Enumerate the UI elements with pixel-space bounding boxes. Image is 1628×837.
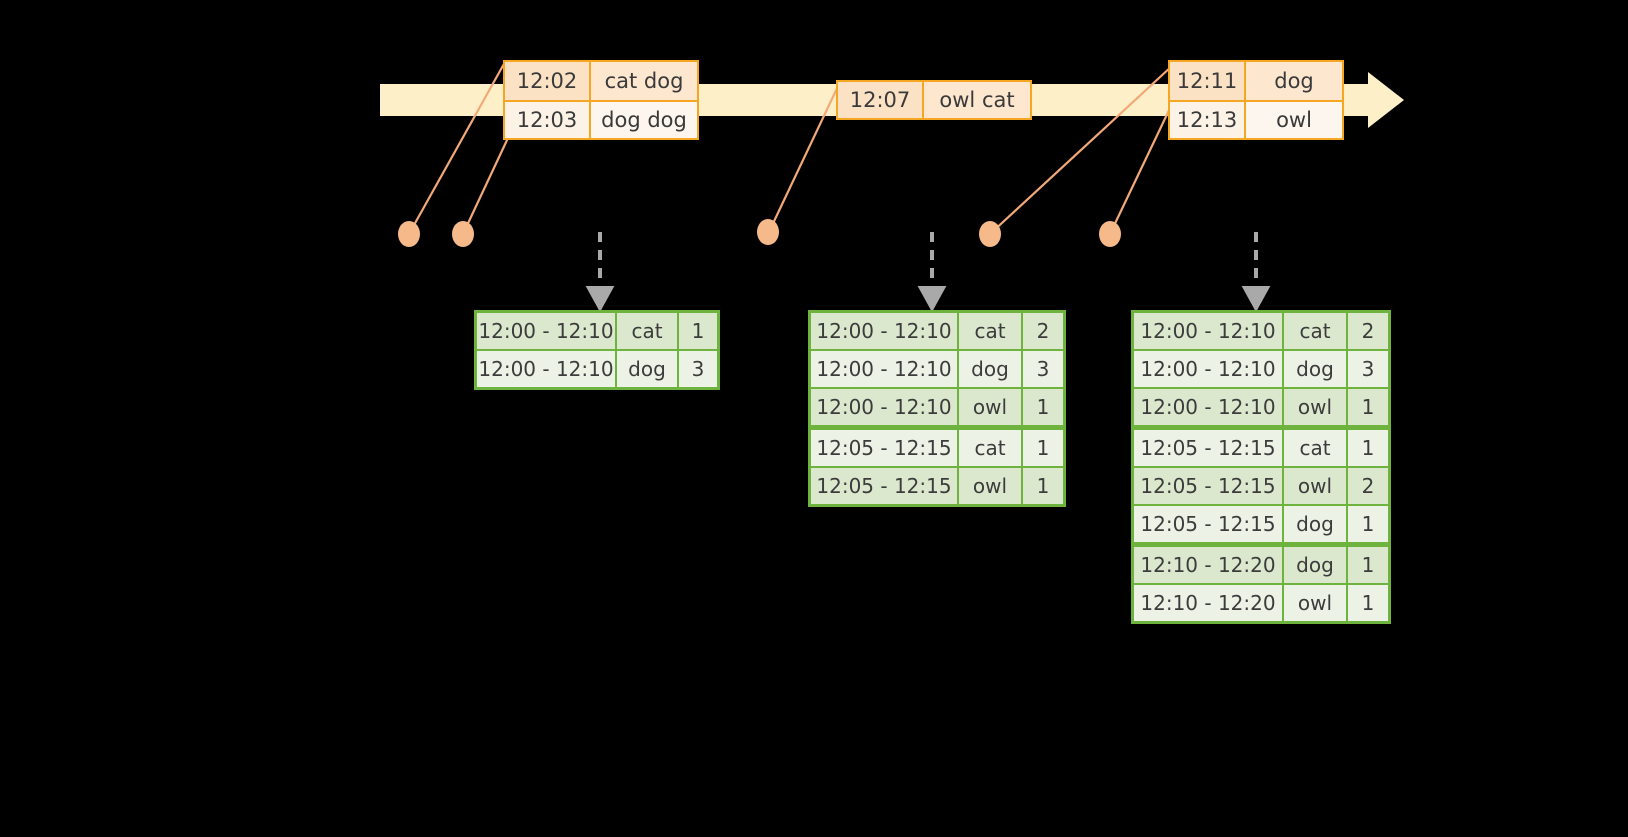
- event-row-e4: 12:11 dog: [1170, 62, 1342, 100]
- cell-window: 12:00 - 12:10: [477, 313, 615, 349]
- event-row-e1: 12:02 cat dog: [505, 62, 697, 100]
- cell-word: dog: [959, 351, 1021, 387]
- connector-dot-1: [398, 221, 420, 247]
- event-time: 12:11: [1170, 62, 1244, 100]
- connector-dot-3: [757, 219, 779, 245]
- event-group-1: 12:02 cat dog 12:03 dog dog: [503, 60, 699, 140]
- event-row-e2: 12:03 dog dog: [505, 100, 697, 138]
- cell-count: 1: [679, 313, 717, 349]
- event-time: 12:03: [505, 102, 589, 138]
- cell-window: 12:10 - 12:20: [1134, 585, 1282, 621]
- event-group-2: 12:07 owl cat: [836, 80, 1032, 120]
- cell-window: 12:05 - 12:15: [1134, 468, 1282, 504]
- cell-word: dog: [1284, 351, 1346, 387]
- cell-window: 12:00 - 12:10: [811, 389, 957, 425]
- cell-count: 1: [1348, 547, 1388, 583]
- cell-window: 12:05 - 12:15: [811, 430, 957, 466]
- cell-window: 12:10 - 12:20: [1134, 547, 1282, 583]
- cell-window: 12:05 - 12:15: [811, 468, 957, 504]
- cell-window: 12:05 - 12:15: [1134, 506, 1282, 542]
- cell-count: 2: [1023, 313, 1063, 349]
- cell-count: 1: [1348, 506, 1388, 542]
- cell-window: 12:00 - 12:10: [811, 313, 957, 349]
- cell-count: 1: [1348, 430, 1388, 466]
- cell-window: 12:00 - 12:10: [477, 351, 615, 387]
- cell-word: owl: [1284, 389, 1346, 425]
- cell-word: cat: [617, 313, 677, 349]
- cell-count: 1: [1348, 389, 1388, 425]
- cell-window: 12:00 - 12:10: [1134, 313, 1282, 349]
- cell-count: 1: [1023, 389, 1063, 425]
- cell-count: 3: [1348, 351, 1388, 387]
- cell-window: 12:00 - 12:10: [1134, 389, 1282, 425]
- cell-count: 1: [1023, 430, 1063, 466]
- cell-word: owl: [959, 389, 1021, 425]
- cell-word: cat: [959, 313, 1021, 349]
- cell-word: cat: [1284, 313, 1346, 349]
- connector-dot-5: [1099, 221, 1121, 247]
- cell-word: dog: [1284, 547, 1346, 583]
- cell-word: owl: [959, 468, 1021, 504]
- cell-window: 12:00 - 12:10: [811, 351, 957, 387]
- cell-word: dog: [1284, 506, 1346, 542]
- event-words: dog dog: [589, 102, 697, 138]
- event-row-e3: 12:07 owl cat: [838, 82, 1030, 118]
- cell-count: 2: [1348, 313, 1388, 349]
- cell-word: cat: [959, 430, 1021, 466]
- event-words: dog: [1244, 62, 1342, 100]
- cell-window: 12:05 - 12:15: [1134, 430, 1282, 466]
- event-group-3: 12:11 dog 12:13 owl: [1168, 60, 1344, 140]
- event-words: owl cat: [922, 82, 1030, 118]
- event-words: owl: [1244, 102, 1342, 138]
- event-words: cat dog: [589, 62, 697, 100]
- cell-word: owl: [1284, 468, 1346, 504]
- event-row-e5: 12:13 owl: [1170, 100, 1342, 138]
- cell-count: 2: [1348, 468, 1388, 504]
- cell-count: 3: [1023, 351, 1063, 387]
- connector-dot-2: [452, 221, 474, 247]
- cell-word: dog: [617, 351, 677, 387]
- cell-count: 3: [679, 351, 717, 387]
- event-time: 12:02: [505, 62, 589, 100]
- connector-dot-4: [979, 221, 1001, 247]
- cell-word: owl: [1284, 585, 1346, 621]
- cell-count: 1: [1348, 585, 1388, 621]
- cell-window: 12:00 - 12:10: [1134, 351, 1282, 387]
- cell-count: 1: [1023, 468, 1063, 504]
- event-time: 12:07: [838, 82, 922, 118]
- cell-word: cat: [1284, 430, 1346, 466]
- event-time: 12:13: [1170, 102, 1244, 138]
- timeline-arrowhead: [1368, 72, 1404, 128]
